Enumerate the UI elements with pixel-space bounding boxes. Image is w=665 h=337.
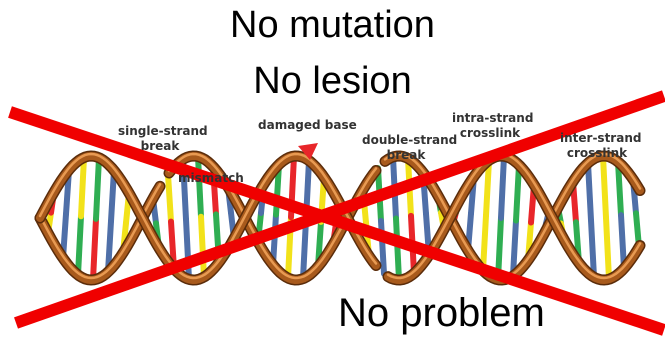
base-pair-segment (498, 153, 507, 221)
inter-strand-crosslink-label: inter-strand crosslink (560, 131, 642, 161)
base-pair-segment (93, 154, 102, 222)
base-pair-segment (393, 215, 402, 283)
headline-no-problem: No problem (338, 291, 545, 335)
double-strand-break-label-line2: break (386, 148, 426, 162)
double-strand-break-label-line1: double-strand (362, 133, 458, 147)
intra-strand-crosslink-label-line2: crosslink (459, 126, 521, 140)
inter-strand-crosslink-label-line1: inter-strand (560, 131, 642, 145)
base-pair-segment (195, 153, 204, 220)
base-pair-segment (588, 217, 597, 281)
single-strand-break-label-line2: break (140, 139, 180, 153)
base-pair-segment (615, 158, 624, 219)
base-pair-segment (480, 212, 489, 274)
headline-no-lesion: No lesion (253, 60, 412, 102)
mismatch-label: mismatch (178, 171, 244, 185)
single-strand-break-label: single-strand break (118, 124, 208, 154)
base-pair-segment (108, 167, 117, 225)
inter-strand-crosslink-label-line2: crosslink (566, 146, 628, 160)
base-pair-segment (585, 160, 594, 224)
red-arrow-marker-icon (298, 143, 318, 160)
base-pair-segment (78, 154, 87, 220)
intra-strand-crosslink-label-line1: intra-strand (452, 111, 534, 125)
base-pair-segment (165, 171, 174, 225)
base-pair-segment (90, 215, 99, 283)
base-pair-segment (510, 217, 519, 280)
base-pair-segment (198, 213, 207, 280)
base-pair-segment (618, 212, 627, 272)
headline-no-mutation: No mutation (230, 4, 435, 46)
base-pair-segment (483, 157, 492, 219)
base-pair-segment (600, 153, 609, 221)
intra-strand-crosslink-label: intra-strand crosslink (452, 111, 534, 141)
base-pair-segment (75, 213, 84, 278)
damaged-base-label: damaged base (258, 118, 357, 132)
base-pair-segment (183, 216, 192, 283)
base-pair-segment (300, 216, 309, 282)
red-x-cross-out-icon (8, 90, 665, 336)
double-strand-break-label: double-strand break (362, 133, 458, 163)
base-pair-segment (513, 161, 522, 224)
single-strand-break-label-line1: single-strand (118, 124, 208, 138)
base-pair-segment (603, 214, 612, 283)
